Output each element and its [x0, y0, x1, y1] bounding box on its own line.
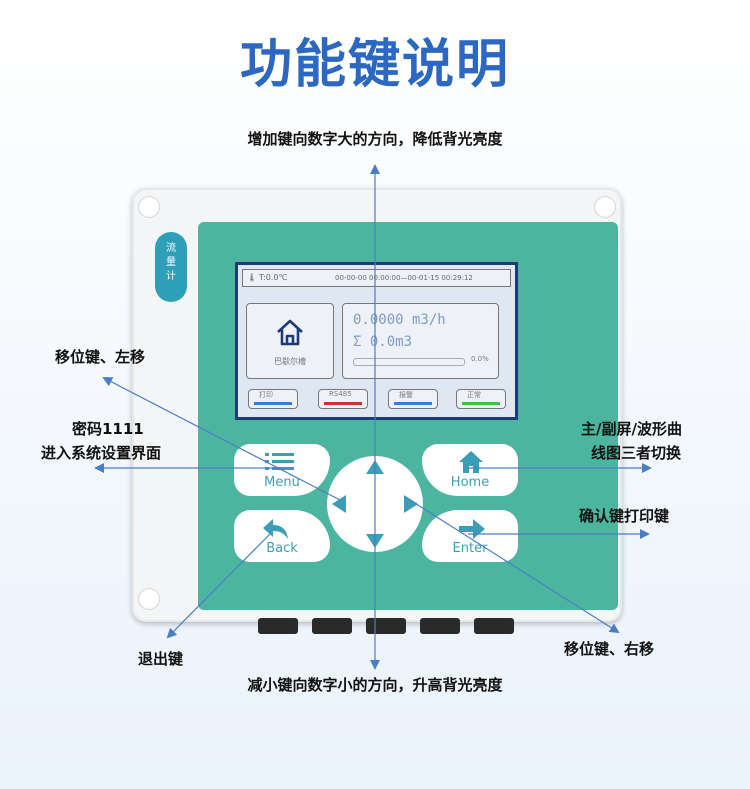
home-tile[interactable]: 巴歇尔槽 — [246, 303, 334, 379]
page-title: 功能键说明 — [239, 35, 510, 95]
flow-rate-value: 0.0000 m3/h — [353, 312, 446, 328]
side-label-badge: 流 量 计 — [155, 232, 187, 302]
annotation-back: 退出键 — [138, 650, 184, 668]
status-bar: 🌡 T:0.0℃ 00-00-00 00:00:00—00-01-15 00:2… — [242, 269, 511, 287]
tab-rs485[interactable]: RS485 — [318, 389, 368, 409]
annotation-left-move: 移位键、左移 — [55, 348, 146, 366]
home-button-label: Home — [450, 475, 490, 490]
screw-icon — [138, 196, 160, 218]
arrow-left-line — [102, 377, 341, 501]
back-button-label: Back — [266, 541, 298, 556]
screw-icon — [138, 588, 160, 610]
progress-bar — [353, 358, 465, 366]
screw-icon — [594, 196, 616, 218]
annotation-home-2: 线图三者切换 — [591, 444, 682, 462]
annotation-down: 减小键向数字小的方向，升高背光亮度 — [247, 676, 503, 694]
side-label-char: 量 — [166, 257, 176, 268]
tab-label: 正常 — [467, 391, 481, 399]
tab-label: 报警 — [399, 391, 413, 399]
temperature-readout: T:0.0℃ — [259, 273, 288, 282]
right-arrow-button[interactable] — [404, 495, 418, 513]
tab-normal[interactable]: 正常 — [456, 389, 506, 409]
cable-gland — [258, 618, 298, 634]
side-label-char: 计 — [166, 271, 176, 282]
reading-box: 0.0000 m3/h Σ 0.0m3 0.0% — [342, 303, 499, 379]
side-label-char: 流 — [166, 243, 176, 254]
arrow-back-line — [166, 533, 271, 639]
arrow-right-line — [409, 499, 620, 634]
annotation-home-1: 主/副屏/波形曲 — [581, 420, 682, 438]
tab-indicator — [324, 402, 362, 405]
tab-label: 打印 — [259, 391, 273, 399]
cable-gland — [420, 618, 460, 634]
tab-alarm[interactable]: 报警 — [388, 389, 438, 409]
total-volume-value: Σ 0.0m3 — [353, 334, 413, 350]
left-arrow-button[interactable] — [332, 495, 346, 513]
cable-gland — [366, 618, 406, 634]
menu-button-label: Menu — [264, 475, 300, 490]
tab-indicator — [254, 402, 292, 405]
thermometer-icon: 🌡 — [247, 273, 258, 282]
annotation-enter: 确认键打印键 — [579, 507, 670, 525]
back-button[interactable]: Back — [234, 510, 330, 562]
house-icon — [277, 319, 303, 346]
annotation-password-1: 密码1111 — [72, 420, 144, 438]
back-arrow-icon — [263, 519, 288, 539]
progress-percent: 0.0% — [471, 355, 489, 363]
annotation-password-2: 进入系统设置界面 — [41, 444, 162, 462]
cable-gland — [474, 618, 514, 634]
annotation-up: 增加键向数字大的方向，降低背光亮度 — [247, 130, 503, 148]
tab-indicator — [394, 402, 432, 405]
time-readout: 00-00-00 00:00:00—00-01-15 00:29:12 — [335, 274, 473, 282]
enter-button-label: Enter — [452, 541, 488, 556]
tab-print[interactable]: 打印 — [248, 389, 298, 409]
annotation-right-move: 移位键、右移 — [564, 640, 655, 658]
tab-label: RS485 — [329, 390, 352, 398]
lcd-screen: 🌡 T:0.0℃ 00-00-00 00:00:00—00-01-15 00:2… — [235, 262, 518, 420]
cable-gland — [312, 618, 352, 634]
home-caption: 巴歇尔槽 — [274, 357, 306, 366]
tab-indicator — [462, 402, 500, 405]
